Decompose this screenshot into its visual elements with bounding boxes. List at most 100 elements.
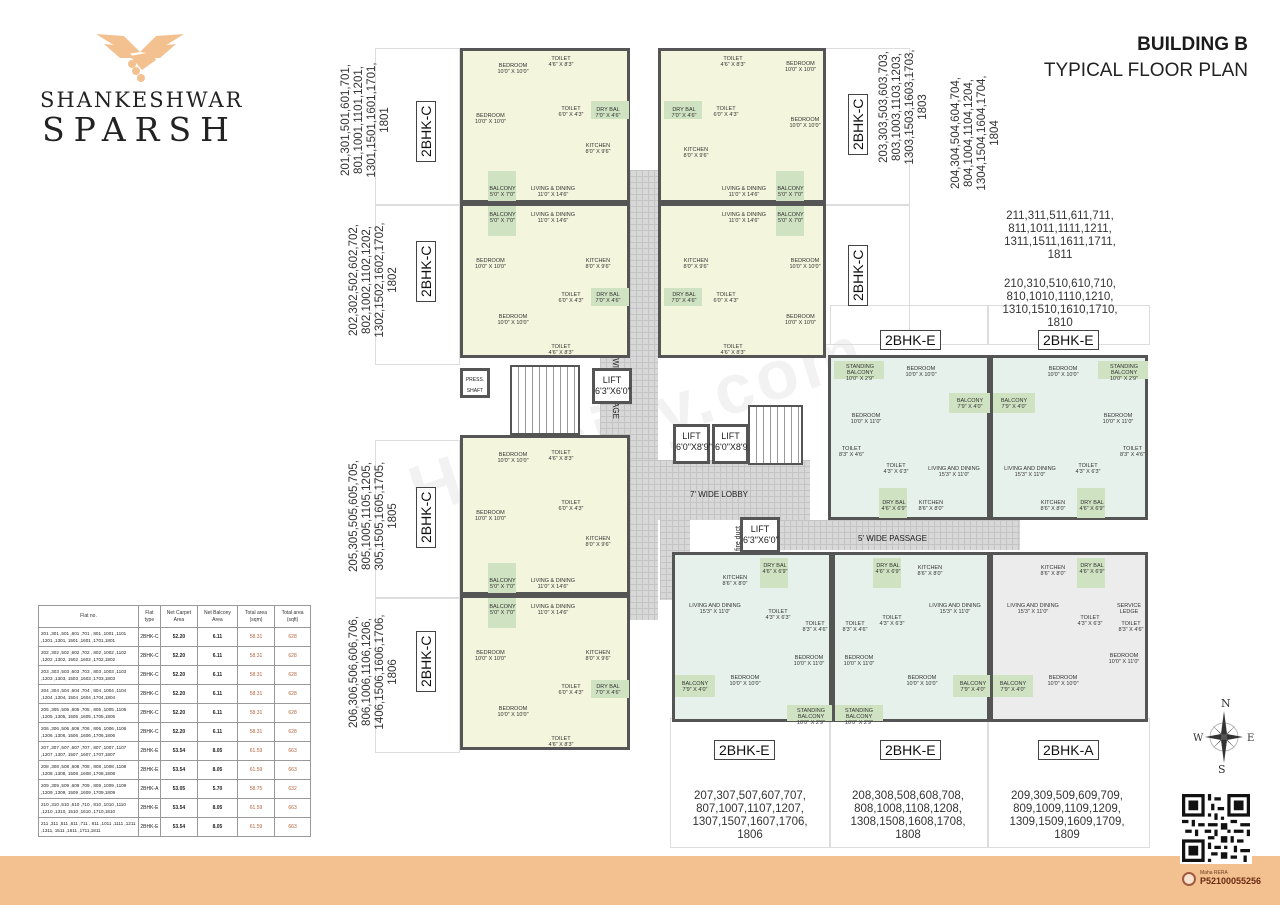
rera-label: Maha RERA (1200, 870, 1228, 876)
room-label: DRY BAL 4'6" X 6'9" (1079, 563, 1105, 575)
unit-tag-2bhk-a-209: 2BHK-A (1038, 740, 1099, 760)
flat-numbers-203: 203,303,503,603,703, 803,1003,1103,1203,… (878, 49, 929, 165)
unit-tag-2bhk-c-203: 2BHK-C (848, 93, 868, 155)
room-label: KITCHEN 8'0" X 9'6" (585, 258, 611, 270)
table-row: 207 ,307 ,507 ,607 ,707 , 807 ,1007 ,110… (38, 741, 311, 761)
room-label: BEDROOM 10'0" X 10'0" (784, 61, 817, 73)
cell-balcony: 6.11 (196, 703, 238, 723)
horizontal-passage (760, 520, 1020, 550)
compass-n: N (1221, 697, 1231, 710)
standing-balcony (835, 705, 883, 721)
lobby-label: 7' WIDE LOBBY (690, 490, 748, 499)
room-label: BEDROOM 10'0" X 10'0" (1047, 366, 1079, 378)
frame-201 (375, 48, 460, 205)
cell-sqft: 663 (274, 798, 311, 818)
flat-207: KITCHEN 8'6" X 8'0" DRY BAL 4'6" X 6'9" … (672, 552, 835, 726)
dry-balcony (591, 101, 629, 119)
flat-202: BALCONY 5'0" X 7'0" LIVING & DINING 11'0… (460, 203, 630, 358)
standing-balcony (787, 705, 835, 721)
cell-flats: 205 ,305 ,505 ,605 ,705 , 805 ,1005 ,110… (38, 703, 139, 723)
flat-numbers-206: 206,306,506,606,706, 806,1006,1106,1206,… (348, 614, 399, 730)
room-label: BALCONY 7'9" X 4'0" (681, 681, 709, 693)
cell-sqm: 58.31 (236, 703, 276, 723)
brand-name-line2: SPARSH (42, 110, 238, 149)
table-row: 209 ,309 ,509 ,609 ,709 , 809 ,1009 ,110… (38, 779, 311, 799)
cell-sqm: 58.31 (236, 646, 276, 666)
cell-sqm: 61.59 (236, 798, 276, 818)
room-label: LIVING & DINING 11'0" X 14'6" (721, 212, 766, 224)
room-label: BALCONY 5'0" X 7'0" (489, 212, 516, 224)
staircase-west (510, 365, 580, 435)
room-label: TOILET 4'3" X 6'3" (883, 463, 909, 475)
room-label: TOILET 6'0" X 4'3" (558, 106, 584, 118)
room-label: KITCHEN 8'6" X 8'0" (1040, 500, 1066, 512)
room-label: TOILET 8'3" X 4'6" (842, 621, 868, 633)
room-label: BALCONY 5'0" X 7'0" (489, 186, 516, 198)
cell-type: 2BHK-C (138, 646, 161, 666)
room-label: BEDROOM 10'0" X 10'0" (474, 113, 507, 125)
dry-balcony (760, 558, 788, 588)
cell-type: 2BHK-C (138, 722, 161, 742)
cell-balcony: 6.11 (196, 722, 238, 742)
room-label: DRY BAL 4'6" X 6'9" (1079, 500, 1105, 512)
cell-carpet: 52.20 (159, 684, 198, 704)
flat-numbers-201: 201,301,501,601,701, 801,1001,1101,1201,… (340, 62, 391, 178)
flat-204: BALCONY 5'0" X 7'0" LIVING & DINING 11'0… (658, 203, 826, 358)
room-label: BALCONY 7'9" X 4'0" (1000, 398, 1028, 410)
dry-balcony (591, 288, 629, 306)
cell-type: 2BHK-C (138, 665, 161, 685)
room-label: BEDROOM 10'0" X 11'0" (1108, 653, 1140, 665)
room-label: LIVING AND DINING 15'3" X 11'0" (929, 603, 981, 615)
cell-sqft: 628 (274, 703, 311, 723)
flat-211: STANDING BALCONY 10'0" X 2'9" BEDROOM 10… (828, 355, 991, 520)
dry-balcony (664, 288, 702, 306)
flat-numbers-209: 209,309,509,609,709, 809,1009,1109,1209,… (1009, 790, 1125, 841)
cell-flats: 207 ,307 ,507 ,607 ,707 , 807 ,1007 ,110… (38, 741, 139, 761)
room-label: BALCONY 5'0" X 7'0" (489, 578, 516, 590)
cell-type: 2BHK-E (138, 760, 161, 780)
flat-numbers-207: 207,307,507,607,707, 807,1007,1107,1207,… (692, 790, 808, 841)
cell-carpet: 53.54 (159, 817, 198, 837)
frame-205 (375, 440, 460, 598)
balcony (949, 393, 991, 413)
qr-code[interactable] (1180, 792, 1252, 864)
cell-type: 2BHK-E (138, 741, 161, 761)
cell-carpet: 52.20 (159, 722, 198, 742)
cell-flats: 208 ,308 ,508 ,608 ,708 , 808 ,1008 ,110… (38, 760, 139, 780)
cell-sqft: 663 (274, 760, 311, 780)
col-flat-type: Flat type (138, 605, 161, 628)
room-label: KITCHEN 8'6" X 8'0" (917, 565, 943, 577)
table-row: 211 ,311 ,511 ,611 ,711 , 811 ,1011 ,111… (38, 817, 311, 837)
col-flat-no: Flat no. (38, 605, 139, 628)
handshake-wings-icon (96, 34, 184, 82)
room-label: BEDROOM 10'0" X 10'0" (474, 650, 507, 662)
cell-balcony: 8.05 (196, 817, 238, 837)
room-label: BEDROOM 10'0" X 11'0" (850, 413, 882, 425)
cell-balcony: 5.70 (196, 779, 238, 799)
room-label: KITCHEN 8'0" X 9'6" (585, 650, 611, 662)
compass-rose: N S W E (1192, 695, 1256, 776)
room-label: STANDING BALCONY 10'0" X 2'9" (1109, 364, 1139, 382)
frame-202 (375, 205, 460, 365)
room-label: BEDROOM 10'0" X 10'0" (497, 63, 529, 75)
cell-flats: 202 ,302 ,502 ,602 ,702 , 802 ,1002 ,110… (38, 646, 139, 666)
room-label: BEDROOM 10'0" X 10'0" (1047, 675, 1079, 687)
room-label: LIVING & DINING 11'0" X 14'6" (721, 186, 766, 198)
table-row: 201 ,301 ,501 ,601 ,701 , 801 ,1001 ,110… (38, 627, 311, 647)
room-label: BEDROOM 10'0" X 11'0" (793, 655, 825, 667)
cell-sqm: 61.59 (236, 741, 276, 761)
col-total-sqm: Total area (sqm) (236, 605, 276, 628)
cell-flats: 201 ,301 ,501 ,601 ,701 , 801 ,1001 ,110… (38, 627, 139, 647)
room-label: DRY BAL 7'0" X 4'6" (671, 107, 697, 119)
dry-balcony (879, 488, 907, 518)
cell-carpet: 52.20 (159, 665, 198, 685)
flat-numbers-205: 205,305,505,605,705, 805,1005,1105,1205,… (348, 460, 399, 572)
flat-numbers-202: 202,302,502,602,702, 802,1002,1102,1202,… (348, 222, 399, 338)
room-label: TOILET 6'0" X 4'3" (558, 500, 584, 512)
passage-h-label: 5' WIDE PASSAGE (858, 534, 927, 543)
balcony (953, 675, 993, 697)
room-label: BEDROOM 10'0" X 10'0" (729, 675, 761, 687)
cell-sqft: 628 (274, 627, 311, 647)
cell-carpet: 52.20 (159, 646, 198, 666)
balcony (675, 675, 715, 697)
